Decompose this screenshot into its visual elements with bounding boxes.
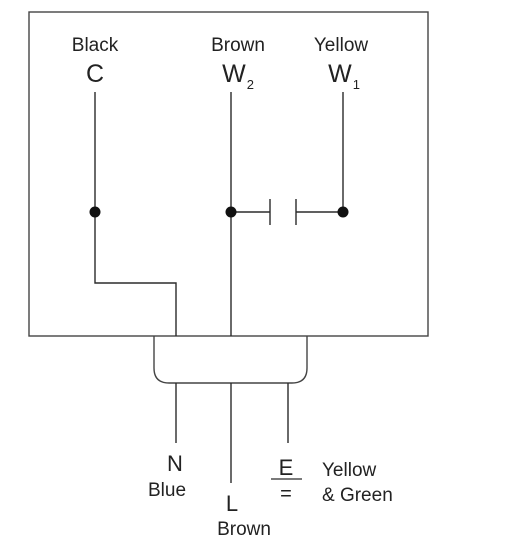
supply-n-label: N (167, 451, 183, 476)
terminal-c-label: C (86, 60, 104, 88)
terminal-w2-label: W2 (222, 60, 254, 92)
earth-symbol: = (280, 483, 292, 505)
unit-enclosure (28, 11, 429, 337)
junction-node-w1 (337, 206, 349, 218)
supply-e-color-label-line2: & Green (322, 485, 393, 506)
supply-e-color-label-line1: Yellow (322, 460, 377, 481)
junction-node-c (89, 206, 101, 218)
supply-n-color-label: Blue (148, 480, 186, 501)
wire-c-black (94, 92, 177, 336)
terminal-w1-label: W1 (328, 60, 360, 92)
cable-terminal-block (153, 336, 308, 384)
supply-l-color-label: Brown (217, 519, 271, 540)
supply-l-label: L (226, 491, 238, 516)
supply-e-label: E (279, 455, 294, 480)
junction-node-w2 (225, 206, 237, 218)
terminal-c-color-label: Black (72, 35, 119, 56)
terminal-w2-color-label: Brown (211, 35, 265, 56)
terminal-w1-color-label: Yellow (314, 35, 369, 56)
